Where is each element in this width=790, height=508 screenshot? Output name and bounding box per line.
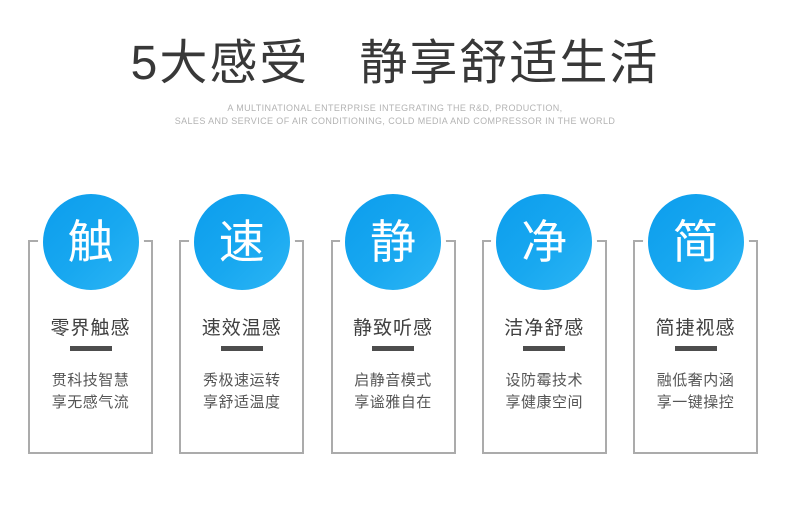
card-desc-line1: 贯科技智慧 [51,372,130,389]
page-subtitle: A MULTINATIONAL ENTERPRISE INTEGRATING T… [0,102,790,128]
card-description: 贯科技智慧 享无感气流 [30,370,151,414]
card-title: 速效温感 [201,318,282,339]
badge-character: 简 [672,216,719,268]
card-description: 启静音模式 享谧雅自在 [333,370,454,414]
card-title: 简捷视感 [655,318,736,339]
feature-card-touch: 触 零界触感 贯科技智慧 享无感气流 [28,189,153,454]
feature-card-speed: 速 速效温感 秀极速运转 享舒适温度 [179,189,305,454]
title-divider [220,346,263,351]
card-desc-line1: 启静音模式 [354,372,432,389]
clean-badge-icon: 净 [491,189,598,295]
card-desc-line2: 享谧雅自在 [354,394,432,411]
card-desc-line1: 设防霉技术 [505,372,583,389]
touch-badge-icon: 触 [37,189,144,295]
card-desc-line2: 享无感气流 [51,394,130,411]
quiet-badge-icon: 静 [340,189,446,295]
title-divider [523,346,566,351]
card-desc-line2: 享健康空间 [505,394,583,411]
card-title: 静致听感 [352,318,433,339]
card-description: 秀极速运转 享舒适温度 [181,370,302,414]
badge-character: 静 [370,216,416,268]
badge-character: 净 [521,216,568,268]
feature-card-clean: 净 洁净舒感 设防霉技术 享健康空间 [481,189,607,454]
page-subtitle-line2: SALES AND SERVICE OF AIR CONDITIONING, C… [174,116,616,126]
title-divider [674,346,717,351]
card-title: 洁净舒感 [504,318,585,339]
card-title: 零界触感 [50,318,131,339]
simple-badge-icon: 简 [642,189,749,295]
card-description: 设防霉技术 享健康空间 [484,370,605,414]
feature-card-simple: 简 简捷视感 融低奢内涵 享一键操控 [633,189,758,454]
feature-card-row: 触 零界触感 贯科技智慧 享无感气流 速 速效温感 秀极速运转 享舒适温度 静 [28,189,758,454]
card-desc-line2: 享舒适温度 [202,394,281,411]
card-desc-line2: 享一键操控 [656,394,735,411]
badge-character: 触 [67,216,114,268]
card-description: 融低奢内涵 享一键操控 [635,370,756,414]
card-desc-line1: 秀极速运转 [202,372,281,389]
badge-character: 速 [218,216,265,268]
card-desc-line1: 融低奢内涵 [656,372,735,389]
page-subtitle-line1: A MULTINATIONAL ENTERPRISE INTEGRATING T… [227,103,563,113]
speed-badge-icon: 速 [188,189,295,295]
feature-card-quiet: 静 静致听感 启静音模式 享谧雅自在 [330,189,456,454]
header-section: 5大感受 静享舒适生活 A MULTINATIONAL ENTERPRISE I… [0,36,790,128]
page-title: 5大感受 静享舒适生活 [130,37,660,90]
title-divider [372,346,414,351]
title-divider [69,346,112,351]
